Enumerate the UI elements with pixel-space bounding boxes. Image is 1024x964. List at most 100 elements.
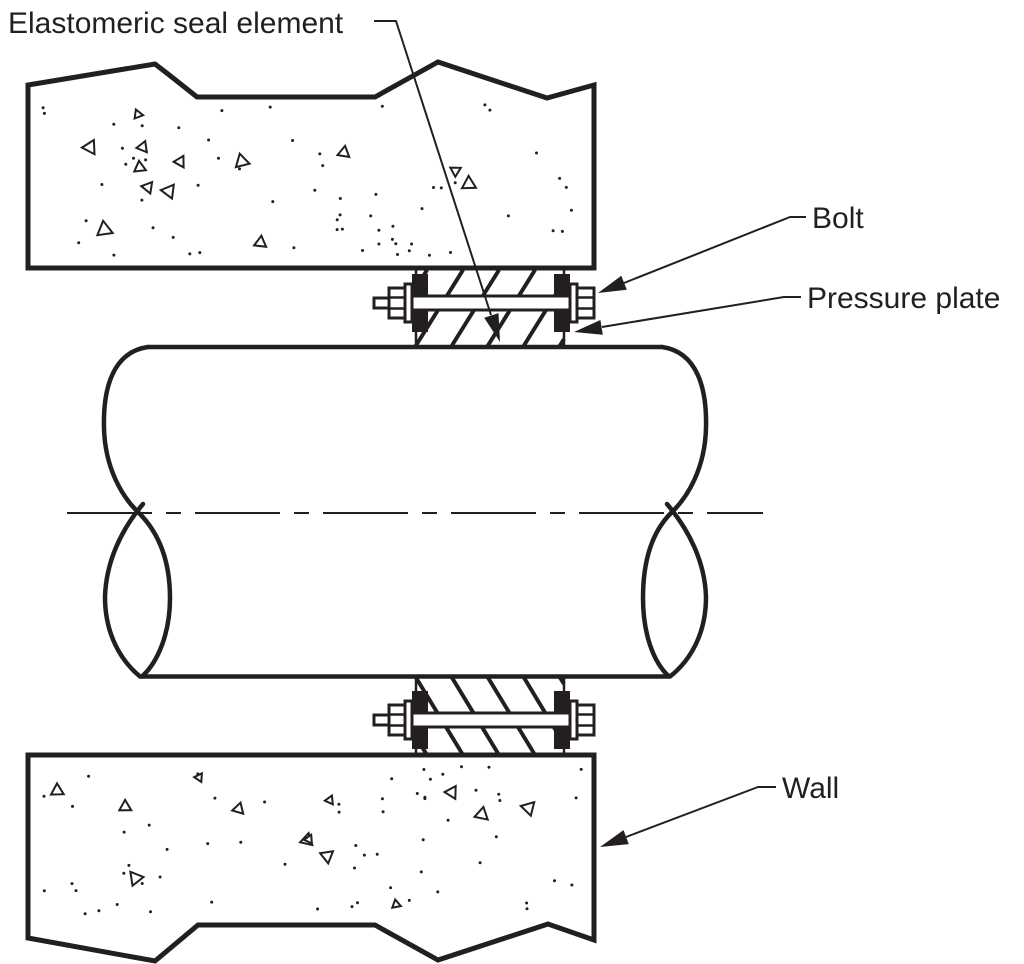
aggregate-dot — [120, 146, 124, 150]
aggregate-triangle — [132, 158, 148, 173]
aggregate-dot — [420, 207, 424, 211]
aggregate-dot — [77, 241, 81, 245]
aggregate-dot — [100, 183, 104, 186]
bolt-leader-line — [623, 216, 806, 284]
aggregate-triangle — [335, 143, 351, 159]
aggregate-dot — [375, 852, 379, 856]
aggregate-dot — [335, 228, 339, 232]
aggregate-dot — [207, 138, 211, 142]
aggregate-dot — [238, 167, 241, 171]
aggregate-dot — [579, 767, 583, 771]
aggregate-dot — [446, 818, 450, 822]
aggregate-dot — [149, 910, 152, 914]
aggregate-dot — [369, 214, 373, 218]
pressure-plate-leader-line — [601, 296, 801, 328]
aggregate-dot — [487, 765, 491, 769]
aggregate-dot — [390, 237, 394, 241]
aggregate-dot — [112, 253, 116, 257]
pipe-break-right-main — [640, 344, 709, 679]
aggregate-dot — [428, 777, 432, 781]
aggregate-dot — [115, 903, 119, 906]
bolt-top-shaft — [388, 294, 594, 312]
aggregate-triangle — [448, 166, 463, 179]
aggregate-dot — [497, 792, 501, 796]
bolt-label: Bolt — [812, 202, 864, 235]
aggregate-dot — [271, 200, 275, 204]
aggregate-triangle — [79, 138, 96, 156]
wall-arrowhead-icon — [600, 830, 629, 847]
callout-wall: Wall — [600, 772, 839, 847]
aggregate-dot — [196, 183, 200, 187]
aggregate-dot — [474, 788, 478, 792]
aggregate-dot — [380, 104, 384, 108]
aggregate-triangle — [134, 139, 149, 154]
aggregate-dot — [316, 907, 320, 911]
aggregate-dot — [380, 797, 384, 801]
aggregate-triangle — [95, 218, 115, 237]
aggregate-triangle — [192, 771, 204, 784]
aggregate-dot — [421, 838, 425, 842]
aggregate-dot — [422, 768, 426, 771]
aggregate-dot — [158, 875, 162, 879]
pressure-plate-arrowhead-icon — [574, 320, 603, 335]
callout-elastomeric-seal: Elastomeric seal element — [8, 7, 500, 342]
aggregate-dot — [488, 108, 492, 112]
bottom-wall — [25, 752, 597, 964]
aggregate-dot — [140, 198, 144, 202]
pipe-break-right-arc — [664, 501, 709, 679]
aggregate-dot — [239, 840, 243, 844]
aggregate-triangle — [139, 180, 154, 196]
aggregate-dot — [377, 242, 381, 246]
aggregate-dot — [206, 842, 210, 846]
aggregate-dot — [449, 251, 452, 254]
top-wall — [25, 59, 597, 271]
aggregate-dot — [337, 810, 341, 814]
aggregate-dot — [574, 796, 578, 800]
aggregate-triangle — [518, 800, 536, 818]
aggregate-dot — [268, 105, 272, 109]
aggregate-dot — [390, 777, 394, 781]
aggregate-dot — [441, 772, 445, 776]
aggregate-dot — [419, 870, 423, 874]
aggregate-dot — [337, 802, 341, 806]
aggregate-dot — [217, 156, 220, 160]
aggregate-dot — [124, 162, 128, 166]
bottom-wall-outline — [25, 752, 597, 964]
bolt-arrowhead-icon — [598, 275, 627, 293]
bolt-bottom-right-nut — [575, 703, 596, 737]
aggregate-dot — [42, 111, 46, 115]
aggregate-dot — [439, 186, 443, 190]
aggregate-dot — [407, 898, 411, 902]
aggregate-dot — [525, 901, 529, 905]
aggregate-triangle — [302, 832, 314, 846]
aggregate-dot — [525, 907, 529, 911]
wall-label: Wall — [782, 772, 839, 805]
aggregate-triangle — [171, 154, 185, 170]
aggregate-dot — [144, 158, 148, 162]
elastomeric-seal-label: Elastomeric seal element — [8, 7, 344, 40]
aggregate-dot — [177, 126, 181, 130]
aggregate-dot — [71, 804, 74, 808]
bolt-top — [372, 282, 596, 324]
aggregate-dot — [140, 124, 144, 128]
aggregate-triangle — [318, 850, 335, 866]
aggregate-dot — [147, 823, 151, 827]
aggregate-triangle — [252, 233, 268, 248]
aggregate-dot — [564, 185, 568, 189]
aggregate-dot — [84, 219, 88, 223]
aggregate-dot — [41, 106, 45, 110]
bolt-bottom — [372, 699, 596, 741]
aggregate-dot — [263, 800, 267, 804]
aggregate-dot — [535, 151, 538, 155]
bottom-wall-concrete-stipple — [42, 765, 583, 916]
aggregate-dot — [394, 242, 398, 246]
aggregate-dot — [362, 853, 366, 857]
aggregate-triangle — [460, 173, 478, 190]
bottom-seal-assembly — [372, 674, 596, 757]
pipe-break-left-arc — [102, 501, 146, 679]
aggregate-dot — [42, 794, 46, 798]
aggregate-dot — [321, 164, 325, 168]
aggregate-dot — [122, 871, 126, 875]
aggregate-dot — [569, 208, 573, 212]
